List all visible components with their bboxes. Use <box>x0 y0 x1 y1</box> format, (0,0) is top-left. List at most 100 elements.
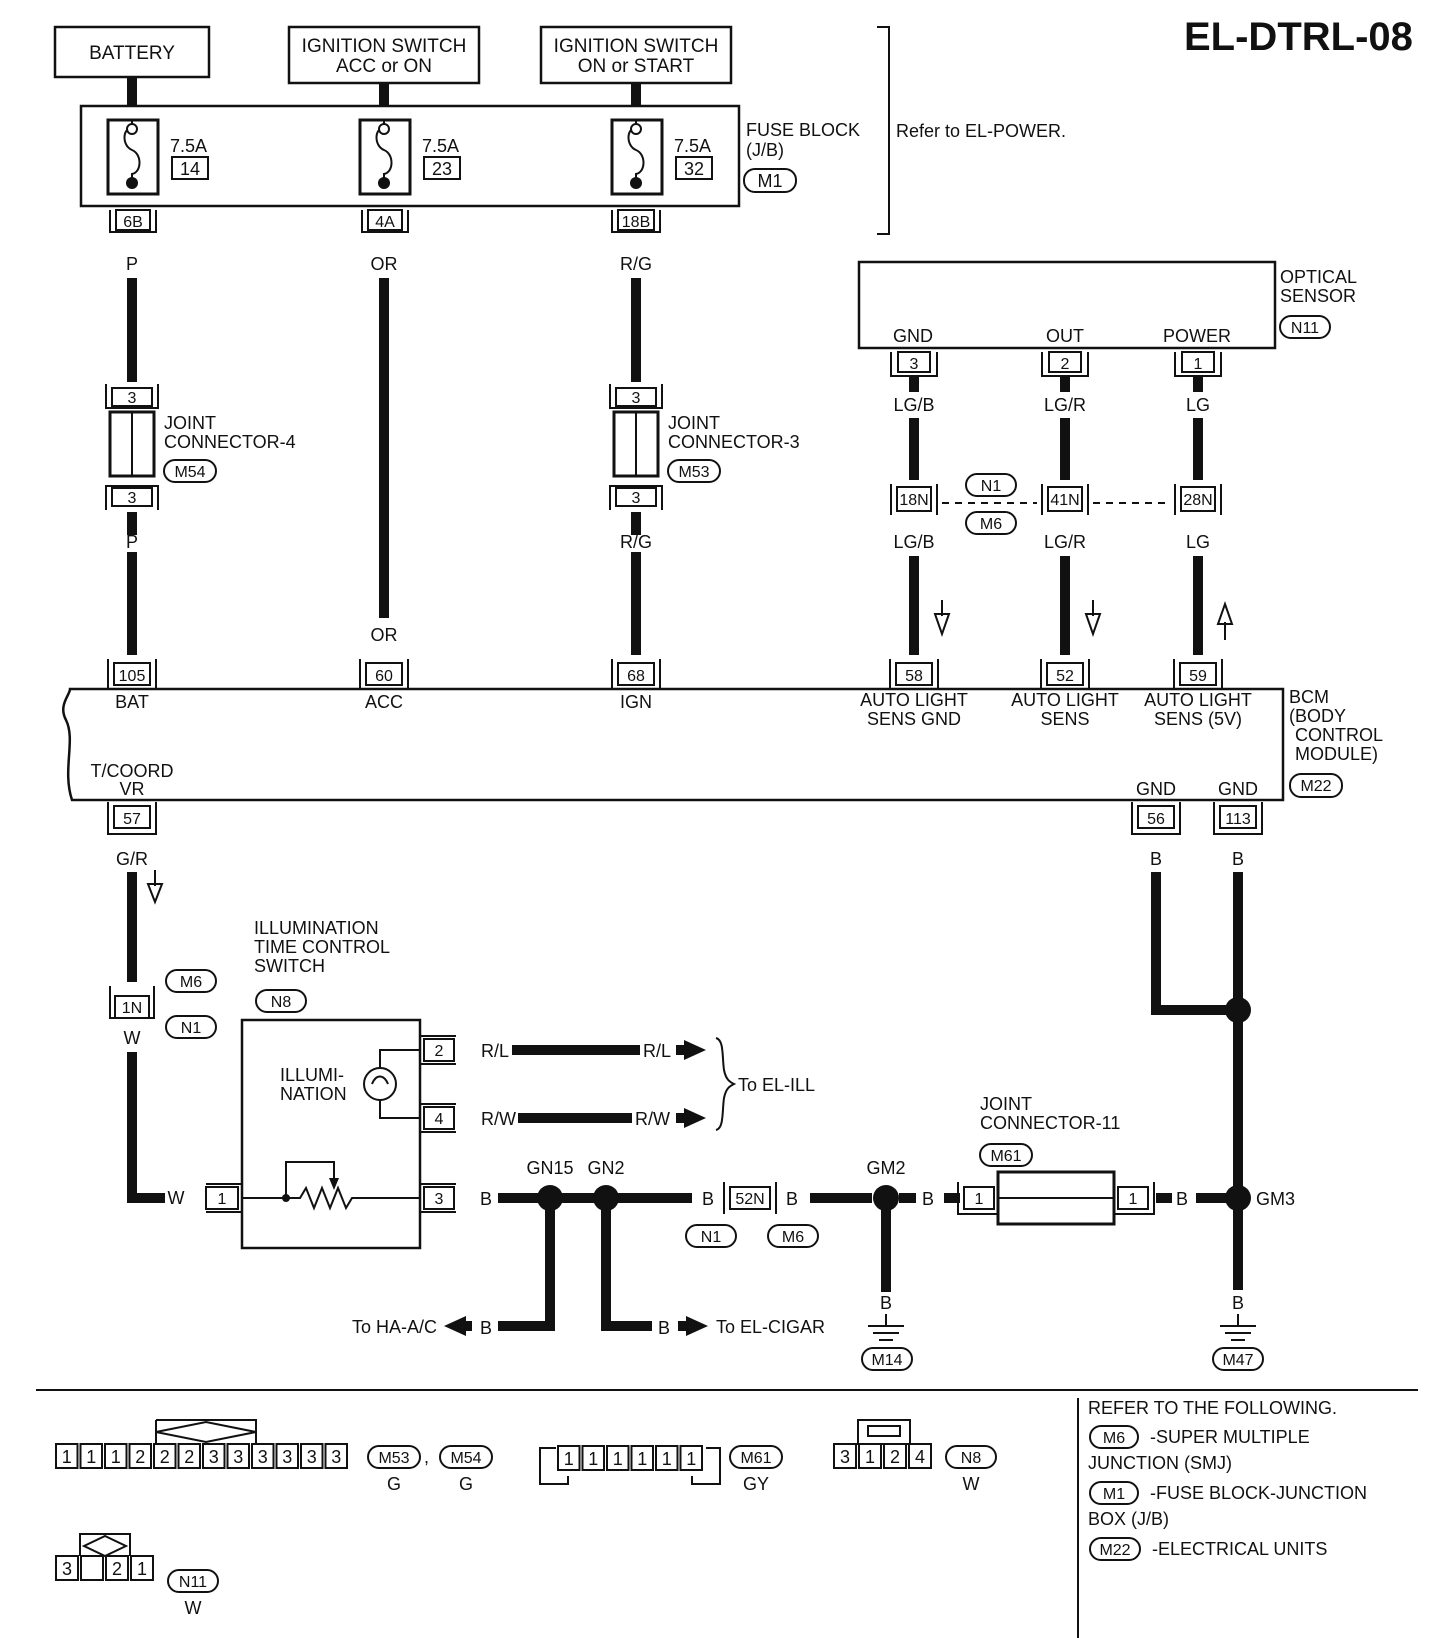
legend-conn-m1: M1 <box>1103 1486 1125 1503</box>
lamp-label-2: NATION <box>280 1084 347 1104</box>
battery-label: BATTERY <box>89 43 175 64</box>
optical-pin-1: 1 <box>1174 351 1222 377</box>
smj-optical-n1: N1 <box>981 478 1002 495</box>
wire-b-56: B <box>1150 849 1162 869</box>
smj-52n: 52N <box>723 1182 777 1214</box>
wire-rg-top: R/G <box>620 254 652 274</box>
smj-1n: 1N <box>109 986 155 1019</box>
bcm-pin-57: 57 <box>123 811 141 828</box>
bcm-label-bat: BAT <box>115 692 149 712</box>
to-el-cigar: To EL-CIGAR <box>716 1317 825 1337</box>
cv-m53-color: G <box>387 1474 401 1494</box>
fuse-32-amps: 7.5A <box>674 136 711 156</box>
legend-conn-m6: M6 <box>1103 1430 1125 1447</box>
bcm-label-3: CONTROL <box>1295 725 1383 745</box>
fuse-23-amps: 7.5A <box>422 136 459 156</box>
illum-pin-4: 4 <box>419 1103 456 1133</box>
illum-pin-2-label: 2 <box>435 1043 444 1060</box>
bcm-label-58-1: AUTO LIGHT <box>860 690 968 710</box>
arrow-left-icon <box>444 1316 466 1336</box>
bcm-label-1: BCM <box>1289 687 1329 707</box>
splice-gn2-label: GN2 <box>587 1158 624 1178</box>
connector-pin-cell <box>153 1443 177 1469</box>
illum-pin-2: 2 <box>419 1035 456 1065</box>
wire-gr: G/R <box>116 849 148 869</box>
connector-pin-cell <box>55 1443 79 1469</box>
wire-b-m14: B <box>880 1293 892 1313</box>
illum-switch-connector: N8 <box>271 994 292 1011</box>
illum-switch-box: ILLUMI- NATION <box>240 1018 422 1250</box>
wire-b-52n-left: B <box>702 1189 714 1209</box>
wire-b-113: B <box>1232 849 1244 869</box>
wire-rw-far: R/W <box>635 1109 670 1129</box>
fuse-32-number: 32 <box>684 159 704 179</box>
connector-pin-number: 2 <box>135 1447 145 1467</box>
legend: REFER TO THE FOLLOWING. M6 -SUPER MULTIP… <box>1088 1398 1367 1561</box>
connector-pin-cell <box>858 1443 882 1469</box>
bcm-label-52-2: SENS <box>1040 709 1089 729</box>
jc3-pin-top: 3 <box>632 390 641 407</box>
legend-m6-2: JUNCTION (SMJ) <box>1088 1453 1232 1473</box>
cv-m54-color: G <box>459 1474 473 1494</box>
connector-pin-cell <box>130 1555 154 1581</box>
connector-pin-number: 1 <box>865 1447 875 1467</box>
jc4-label-2: CONNECTOR-4 <box>164 432 296 452</box>
smj-52n-n1: N1 <box>701 1229 722 1246</box>
splice-gnd-bcm <box>1225 997 1251 1023</box>
jc11-pin-left: 1 <box>975 1191 984 1208</box>
connector-pin-number: 2 <box>184 1447 194 1467</box>
fuse-block: 7.5A 14 7.5A 23 7.5A 32 <box>79 104 741 208</box>
fuse-terminal-18b-label: 18B <box>622 214 650 231</box>
cv-m54-label: M54 <box>450 1450 481 1467</box>
fuse-32: 7.5A 32 <box>610 118 713 196</box>
fuse-block-label-2: (J/B) <box>746 140 784 160</box>
connector-pin-number: 3 <box>331 1447 341 1467</box>
cv-n8-color: W <box>963 1474 980 1494</box>
smj-52n-m6: M6 <box>782 1229 804 1246</box>
wire-lgb-top: LG/B <box>893 395 934 415</box>
bcm-label-tcoord-1: T/COORD <box>91 761 174 781</box>
bcm-label-4: MODULE) <box>1295 744 1378 764</box>
wire-b-52n-right: B <box>786 1189 798 1209</box>
rheostat-icon <box>242 1185 420 1211</box>
jc4-pin-bottom: 3 <box>128 490 137 507</box>
wire-p-mid: P <box>126 532 138 552</box>
ignition-on-label-1: IGNITION SWITCH <box>554 36 719 57</box>
battery-source: BATTERY <box>53 25 211 79</box>
legend-m6-1: -SUPER MULTIPLE <box>1150 1427 1310 1447</box>
cv-n8-label: N8 <box>961 1450 982 1467</box>
optical-sensor-connector: N11 <box>1291 320 1319 337</box>
connector-pin-number: 1 <box>662 1449 672 1469</box>
smj-18n: 18N <box>890 484 938 515</box>
fuse-14-amps: 7.5A <box>170 136 207 156</box>
optical-out-label: OUT <box>1046 326 1084 346</box>
bcm-pin-60: 60 <box>375 668 393 685</box>
arrow-down-icon <box>1084 600 1102 638</box>
connector-pin-cell <box>55 1555 79 1581</box>
wire-lg-bottom: LG <box>1186 532 1210 552</box>
smj-optical-m6: M6 <box>980 516 1002 533</box>
connector-pin-cell <box>79 1443 103 1469</box>
arrow-right-icon <box>684 1108 706 1128</box>
connector-pin-number: 4 <box>915 1447 925 1467</box>
fuse-terminal-6b: 6B <box>109 209 157 233</box>
bcm-pin-105: 105 <box>119 668 146 685</box>
connector-pin-cell <box>104 1443 128 1469</box>
connector-pin-number: 2 <box>160 1447 170 1467</box>
jc4-connector: M54 <box>174 464 205 481</box>
page-title: EL-DTRL-08 <box>1184 15 1413 59</box>
wire-rg-mid: R/G <box>620 532 652 552</box>
ground-m47: M47 <box>1222 1352 1253 1369</box>
wire-b-ha: B <box>480 1318 492 1338</box>
connector-pin-cell <box>581 1445 605 1471</box>
optical-sensor: GND OUT POWER <box>857 260 1277 350</box>
connector-pin-number: 3 <box>307 1447 317 1467</box>
ground-icon <box>1220 1314 1256 1341</box>
optical-pin-3: 3 <box>890 351 938 377</box>
bcm-label-52-1: AUTO LIGHT <box>1011 690 1119 710</box>
connector-pin-number: 1 <box>137 1559 147 1579</box>
bcm-label-gnd-113: GND <box>1218 779 1258 799</box>
lamp-label-1: ILLUMI- <box>280 1065 344 1085</box>
to-el-ill: To EL-ILL <box>738 1075 815 1095</box>
